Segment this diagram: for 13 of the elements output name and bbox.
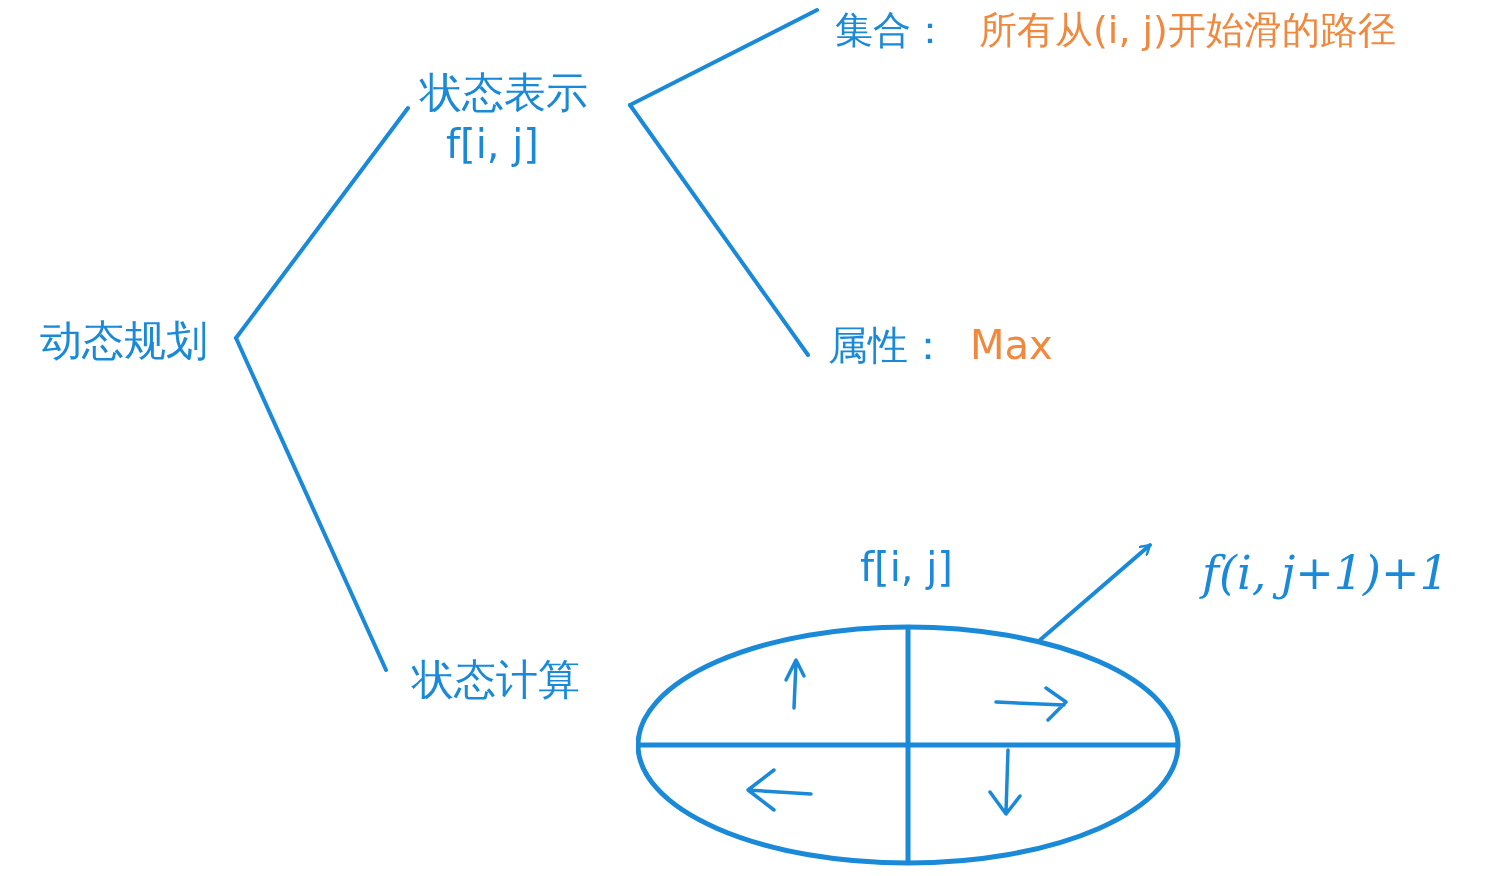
node-value: Max (970, 322, 1053, 368)
connector-line (628, 8, 819, 107)
formula-text: f[i, j] (860, 544, 953, 590)
connector-line (234, 106, 410, 340)
arrow (1038, 543, 1152, 642)
node-value: 所有从(i, j)开始滑的路径 (979, 6, 1396, 54)
node-label: 状态计算 (412, 654, 580, 706)
connector-line (234, 336, 388, 672)
node-label: 动态规划 (40, 315, 208, 367)
node-label: 状态表示 f[i, j] (408, 65, 630, 195)
connector-line (628, 103, 810, 357)
node-label: 属性： (828, 320, 948, 370)
node-label: 集合： (835, 6, 949, 54)
